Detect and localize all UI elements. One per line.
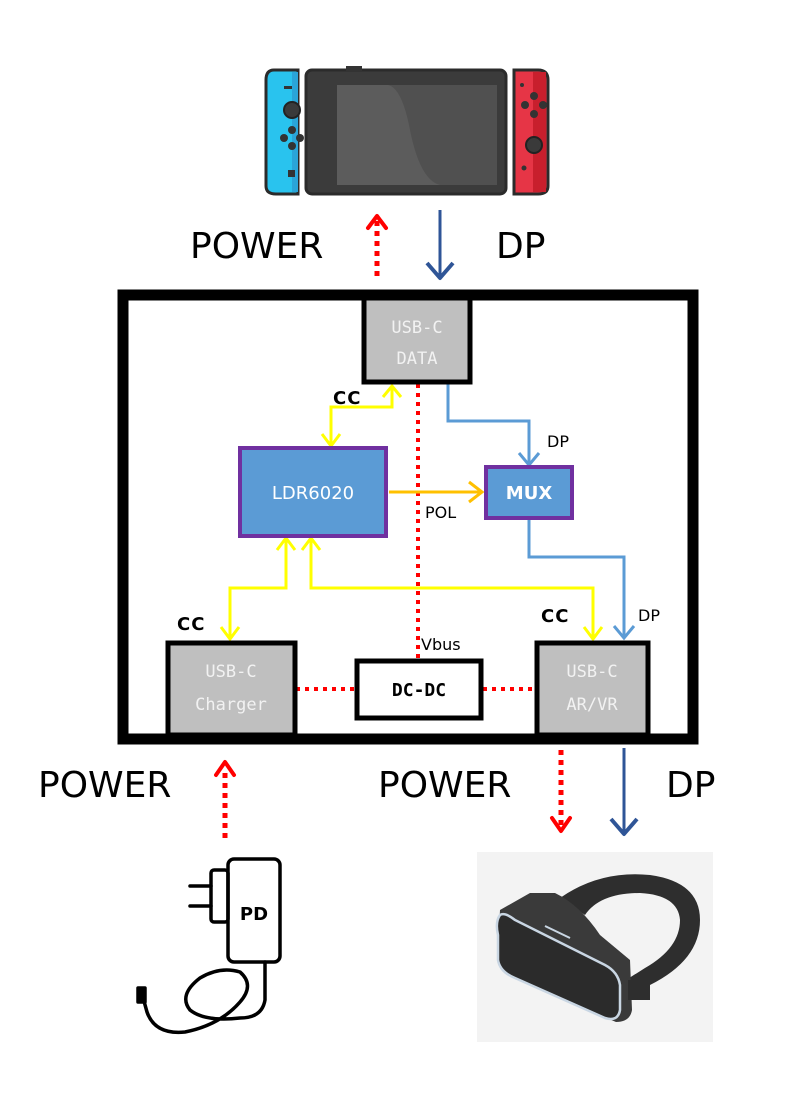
usbc-charger-line2: Charger [195, 695, 267, 715]
pol-arrow [389, 480, 485, 504]
ldr6020-chip: LDR6020 [238, 446, 388, 538]
usbc-data-line1: USB-C [391, 318, 442, 338]
pol-label: POL [425, 503, 456, 522]
bottom-right-power-label: POWER [378, 765, 511, 806]
dp-mux-to-arvr [527, 520, 636, 641]
power-adapter-icon [136, 857, 282, 1035]
mux-chip: MUX [484, 465, 574, 520]
mux-label: MUX [506, 483, 553, 504]
bottom-dp-label: DP [666, 765, 715, 806]
top-dp-arrow [425, 210, 455, 280]
bottom-left-power-label: POWER [38, 765, 171, 806]
game-console-icon [264, 66, 550, 196]
usbc-arvr-line2: AR/VR [566, 695, 618, 715]
usbc-charger-line1: USB-C [205, 662, 256, 682]
usbc-arvr-line1: USB-C [566, 662, 617, 682]
cc-right-label: CC [541, 606, 569, 627]
vbus-label: Vbus [421, 635, 461, 654]
dp-to-mux-label: DP [547, 432, 569, 451]
vr-headset-icon [477, 852, 713, 1042]
usbc-data-port: USB-C DATA [361, 295, 473, 385]
top-power-label: POWER [190, 226, 323, 267]
dcdc-converter: DC-DC [354, 658, 484, 721]
dp-data-to-mux [446, 383, 541, 468]
usbc-charger-port: USB-C Charger [165, 640, 298, 738]
arvr-power-arrow [550, 750, 572, 833]
usbc-data-line2: DATA [397, 349, 438, 369]
adapter-enclosure [117, 289, 699, 745]
arvr-dp-arrow [609, 748, 639, 836]
usbc-arvr-port: USB-C AR/VR [534, 640, 651, 738]
dp-to-arvr-label: DP [638, 606, 660, 625]
charger-pd-label: PD [240, 904, 268, 925]
dcdc-label: DC-DC [392, 680, 446, 701]
charger-power-arrow [214, 760, 236, 838]
top-power-arrow [366, 214, 388, 276]
cc-charger-line [219, 535, 297, 642]
top-dp-label: DP [496, 226, 545, 267]
cc-top-label: CC [333, 388, 361, 409]
ldr6020-label: LDR6020 [272, 483, 354, 504]
cc-left-label: CC [177, 614, 205, 635]
